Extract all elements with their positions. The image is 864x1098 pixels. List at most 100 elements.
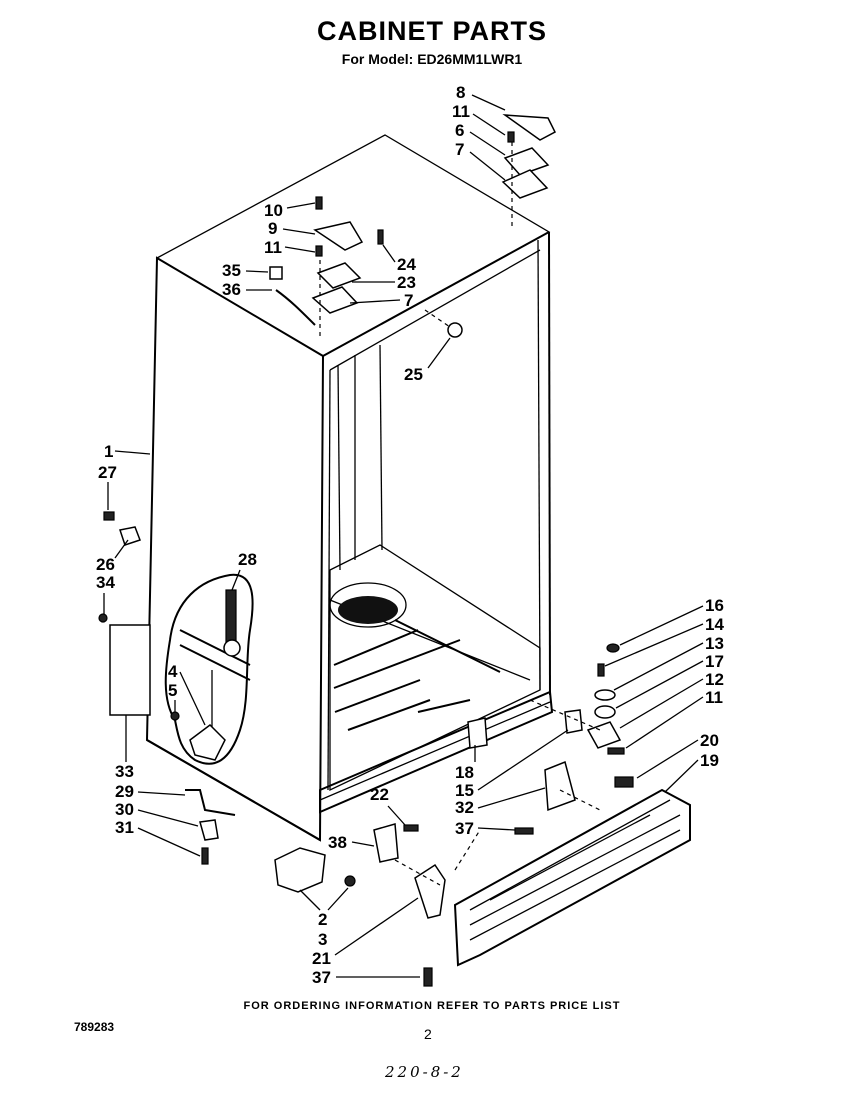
callout-label: 30 [115,800,134,819]
callout-label: 26 [96,555,115,574]
callout-label: 14 [705,615,724,634]
screw-bottom [423,967,433,987]
callout-3: 3 [318,930,327,949]
callout-37-mid: 37 [455,819,516,838]
callout-38: 38 [328,833,375,852]
callout-label: 4 [168,662,178,681]
callout-11-top: 11 [452,102,506,136]
callout-19: 19 [664,751,719,793]
page-number: 2 [424,1026,432,1042]
callout-label: 5 [168,681,177,700]
callout-15: 15 [455,729,569,800]
callout-label: 25 [404,365,423,384]
callout-13: 13 [613,634,724,691]
callout-label: 16 [705,596,724,615]
page-title: CABINET PARTS [316,16,547,46]
callout-32: 32 [455,787,546,817]
callout-1: 1 [104,442,151,461]
callout-label: 29 [115,782,134,801]
plug-button [424,309,463,338]
callout-label: 28 [238,550,257,569]
callout-label: 12 [705,670,724,689]
grille-clip [514,760,601,835]
top-hinge-parts-right [501,131,550,230]
left-hinge-parts [98,511,151,716]
bottom-hinge-right-stack [467,643,625,755]
callout-label: 21 [312,949,331,968]
callout-label: 37 [455,819,474,838]
callout-label: 37 [312,968,331,987]
callout-2: 2 [299,887,349,929]
callout-label: 32 [455,798,474,817]
callout-label: 11 [452,102,470,121]
callout-21: 21 [312,897,419,968]
callout-16: 16 [619,596,724,646]
cabinet-shell [145,134,554,842]
top-hinge-parts-left [311,196,384,340]
callout-36: 36 [222,280,272,299]
callout-4: 4 [168,662,206,726]
callout-label: 36 [222,280,241,299]
callout-label: 19 [700,751,719,770]
callout-label: 10 [264,201,283,220]
callout-label: 17 [705,652,724,671]
callout-31: 31 [115,818,201,857]
callout-label: 6 [455,121,464,140]
toe-grille [453,776,691,967]
top-hinge-cover-right [502,114,556,141]
callout-29: 29 [115,782,186,801]
callout-30: 30 [115,800,199,827]
callout-label: 31 [115,818,134,837]
callout-20: 20 [636,731,719,779]
callout-label: 1 [104,442,113,461]
wire-harness [269,266,316,326]
ordering-note: FOR ORDERING INFORMATION REFER TO PARTS … [243,1000,621,1012]
callout-label: 20 [700,731,719,750]
callout-label: 3 [318,930,327,949]
callout-22: 22 [370,785,406,826]
callout-label: 27 [98,463,117,482]
callout-7-mid: 7 [349,291,413,310]
callout-label: 7 [455,140,464,159]
callout-23: 23 [352,273,416,292]
callout-25: 25 [404,337,451,384]
callout-label: 11 [705,688,723,707]
cam-roller [170,589,241,761]
callout-label: 7 [404,291,413,310]
callout-7-top: 7 [455,140,506,181]
callout-label: 23 [397,273,416,292]
callout-12: 12 [619,670,724,729]
callout-5: 5 [168,681,177,712]
callout-label: 8 [456,83,465,102]
callout-9: 9 [268,219,316,238]
callout-label: 2 [318,910,327,929]
callout-8: 8 [456,83,506,111]
callout-label: 18 [455,763,474,782]
callout-26: 26 [96,539,129,574]
callout-10: 10 [264,201,316,220]
callout-37-bottom: 37 [312,968,420,987]
callout-label: 33 [115,762,134,781]
handwritten-note: 220-8-2 [385,1063,464,1081]
bottom-hinge-bracket [373,823,481,919]
callout-33: 33 [115,715,134,781]
callout-label: 38 [328,833,347,852]
callout-label: 11 [264,238,282,257]
callout-17: 17 [615,652,724,709]
callout-14: 14 [604,615,724,667]
callout-34: 34 [96,573,115,614]
callout-11-bottom: 11 [625,688,723,749]
door-stop-bracket [185,789,236,865]
callout-label: 22 [370,785,389,804]
callout-label: 9 [268,219,277,238]
model-subtitle: For Model: ED26MM1LWR1 [341,51,523,67]
callout-18: 18 [455,745,476,782]
callout-27: 27 [98,463,117,510]
callout-label: 13 [705,634,724,653]
top-hinge-cover-left [313,221,364,251]
callout-label: 24 [397,255,416,274]
callout-24: 24 [382,244,416,274]
callout-6: 6 [455,121,506,156]
callout-label: 34 [96,573,115,592]
